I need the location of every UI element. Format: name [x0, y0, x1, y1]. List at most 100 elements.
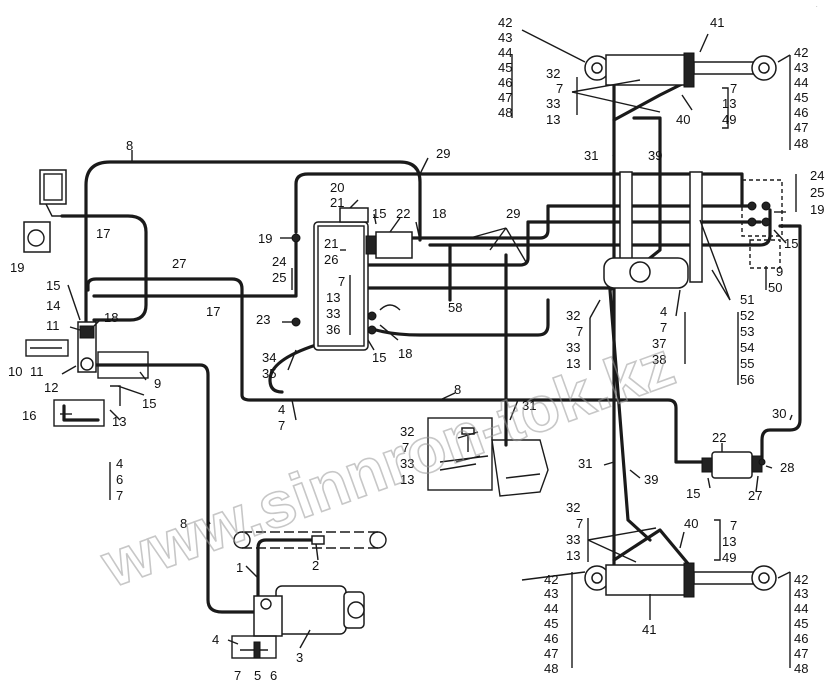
corner-mark: · [816, 4, 818, 10]
callout: 4 [660, 304, 667, 319]
callout: 4 [116, 456, 123, 471]
callout: 33 [400, 456, 414, 471]
callout: 23 [256, 312, 270, 327]
callout: 48 [498, 105, 512, 120]
callout: 54 [740, 340, 754, 355]
callout: 33 [566, 532, 580, 547]
callout: 8 [454, 382, 461, 397]
callout: 31 [522, 398, 536, 413]
callout: 13 [566, 548, 580, 563]
hose-29-d [366, 274, 632, 290]
callout: 56 [740, 372, 754, 387]
callout: 47 [498, 90, 512, 105]
callout: 30 [772, 406, 786, 421]
callout: 46 [794, 105, 808, 120]
callout: 49 [722, 550, 736, 565]
callout: 47 [794, 120, 808, 135]
callout: 7 [116, 488, 123, 503]
control-valve-block [291, 207, 413, 351]
callout: 44 [794, 601, 808, 616]
callout: 7 [338, 274, 345, 289]
callout: 13 [400, 472, 414, 487]
callout-labels: 42 43 44 45 46 47 48 41 32 7 33 13 7 13 … [8, 15, 824, 683]
callout: 9 [154, 376, 161, 391]
cylinder-top [584, 52, 777, 88]
callout: 40 [676, 112, 690, 127]
callout: 32 [566, 308, 580, 323]
callout: 1 [236, 560, 243, 575]
callout: 27 [748, 488, 762, 503]
callout: 37 [652, 336, 666, 351]
callout: 15 [686, 486, 700, 501]
callout: 4 [212, 632, 219, 647]
hose-17-lower [92, 238, 298, 298]
callout: 28 [780, 460, 794, 475]
callout: 24 [272, 254, 286, 269]
callout: 36 [326, 322, 340, 337]
callout: 7 [576, 516, 583, 531]
hose-29-b [428, 208, 772, 247]
relief-valve-lower [701, 451, 766, 479]
callout: 55 [740, 356, 754, 371]
callout: 3 [296, 650, 303, 665]
callout: 22 [712, 430, 726, 445]
callout: 45 [794, 616, 808, 631]
callout: 21 [324, 236, 338, 251]
callout: 35 [262, 366, 276, 381]
callout: 19 [10, 260, 24, 275]
callout: 8 [180, 516, 187, 531]
hydraulic-pump [231, 585, 365, 659]
callout: 14 [46, 298, 60, 313]
callout: 45 [544, 616, 558, 631]
callout: 11 [30, 364, 44, 379]
callout: 41 [642, 622, 656, 637]
callout: 17 [96, 226, 110, 241]
callout: 34 [262, 350, 276, 365]
callout: 7 [234, 668, 241, 683]
callout: 6 [270, 668, 277, 683]
callout: 39 [644, 472, 658, 487]
callout: 42 [794, 572, 808, 587]
callout: 8 [126, 138, 133, 153]
callout: 31 [578, 456, 592, 471]
callout: 7 [730, 81, 737, 96]
callout: 38 [652, 352, 666, 367]
callout: 27 [172, 256, 186, 271]
frame-bracket [603, 171, 783, 289]
callout: 12 [44, 380, 58, 395]
callout: 29 [436, 146, 450, 161]
hose-29-top [294, 172, 744, 234]
callout: 15 [372, 206, 386, 221]
callout: 7 [660, 320, 667, 335]
callout: 15 [372, 350, 386, 365]
callout: 42 [544, 572, 558, 587]
callout: 43 [794, 60, 808, 75]
callout: 7 [576, 324, 583, 339]
callout: 25 [272, 270, 286, 285]
drive-belt [233, 531, 387, 549]
tube-40-lower [612, 528, 692, 568]
hose-27 [86, 277, 708, 464]
callout: 45 [794, 90, 808, 105]
callout: 17 [206, 304, 220, 319]
callout: 47 [544, 646, 558, 661]
callout: 7 [402, 440, 409, 455]
callout: 46 [794, 631, 808, 646]
callout: 26 [324, 252, 338, 267]
callout: 7 [556, 81, 563, 96]
callout: 32 [546, 66, 560, 81]
callout: 45 [498, 60, 512, 75]
callout: 41 [710, 15, 724, 30]
callout: 53 [740, 324, 754, 339]
callout: 46 [544, 631, 558, 646]
watermark: www.sinnron-tok.kz [92, 327, 683, 601]
callout: 2 [312, 558, 319, 573]
leader-lines [60, 29, 797, 668]
callout: 48 [794, 661, 808, 676]
callout: 7 [278, 418, 285, 433]
callout: 32 [400, 424, 414, 439]
callout: 47 [794, 646, 808, 661]
callout: 13 [722, 96, 736, 111]
bracket-inset [427, 417, 549, 497]
callout: 22 [396, 206, 410, 221]
